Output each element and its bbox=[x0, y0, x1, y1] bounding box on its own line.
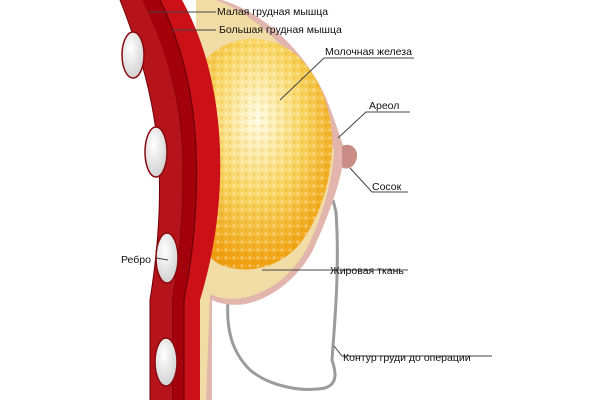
preop-contour-line bbox=[226, 199, 339, 391]
rib-1 bbox=[121, 31, 145, 79]
label-preop-contour: Контур груди до операции bbox=[343, 352, 471, 364]
leader-areola bbox=[337, 111, 410, 139]
nipple-shape bbox=[342, 144, 358, 168]
leader-lines bbox=[148, 11, 492, 357]
label-nipple: Сосок bbox=[372, 181, 402, 193]
leader-preop-contour bbox=[333, 345, 492, 357]
leader-mammary-gland bbox=[279, 57, 414, 101]
leader-nipple bbox=[349, 167, 408, 193]
label-mammary-gland: Молочная железа bbox=[325, 46, 412, 58]
ribs bbox=[121, 31, 179, 387]
label-areola: Ареол bbox=[369, 100, 399, 112]
label-pectoralis-minor: Малая грудная мышца bbox=[217, 6, 328, 18]
pectoralis-major bbox=[158, 0, 221, 400]
chest-wall bbox=[120, 0, 183, 400]
rib-3 bbox=[155, 232, 179, 284]
pectoralis-minor bbox=[140, 0, 197, 400]
leader-rib bbox=[155, 257, 169, 261]
label-fat-tissue: Жировая ткань bbox=[330, 265, 404, 277]
rib-4 bbox=[154, 337, 178, 387]
label-rib: Ребро bbox=[121, 254, 151, 266]
label-pectoralis-major: Большая грудная мышца bbox=[219, 24, 342, 36]
rib-2 bbox=[144, 126, 168, 178]
mammary-gland-texture bbox=[196, 38, 333, 270]
muscle-separator-line bbox=[159, 0, 198, 400]
